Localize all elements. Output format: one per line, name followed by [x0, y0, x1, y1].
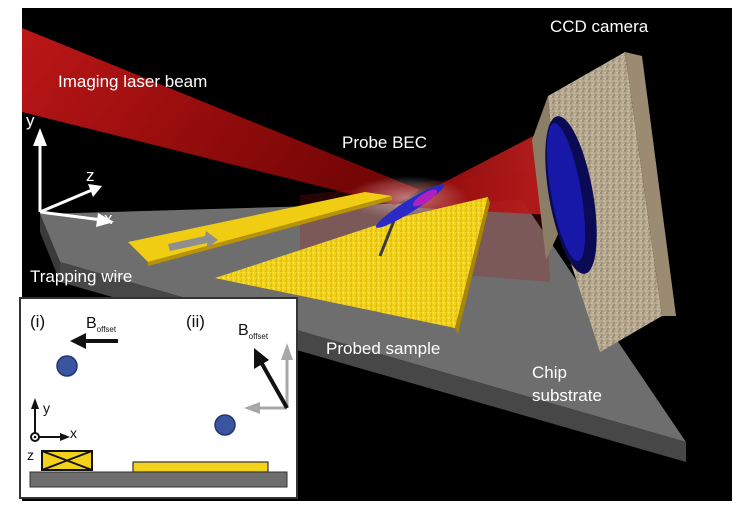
- atom-cloud-i: [57, 356, 77, 376]
- label-trapping-wire: Trapping wire: [30, 267, 132, 286]
- label-probed-sample: Probed sample: [326, 339, 440, 358]
- label-ccd-camera: CCD camera: [550, 17, 649, 36]
- label-probe-bec: Probe BEC: [342, 133, 427, 152]
- inset-substrate: [30, 472, 287, 487]
- inset-axis-z: z: [27, 447, 34, 463]
- axis-label-x: x: [104, 209, 113, 228]
- label-chip-substrate-line2: substrate: [532, 386, 602, 405]
- inset-axis-y: y: [43, 400, 50, 416]
- inset-panel: (i) (ii) Boffset Boffset: [20, 298, 297, 498]
- axis-label-y: y: [26, 111, 35, 130]
- atom-cloud-ii: [215, 415, 235, 435]
- label-imaging-laser-beam: Imaging laser beam: [58, 72, 207, 91]
- inset-label-i: (i): [30, 312, 45, 331]
- inset-label-ii: (ii): [186, 312, 205, 331]
- inset-axis-x: x: [70, 425, 77, 441]
- inset-probed-sample: [133, 462, 268, 472]
- axis-label-z: z: [86, 166, 95, 185]
- label-chip-substrate-line1: Chip: [532, 363, 567, 382]
- inset-trapping-wire: [42, 451, 92, 470]
